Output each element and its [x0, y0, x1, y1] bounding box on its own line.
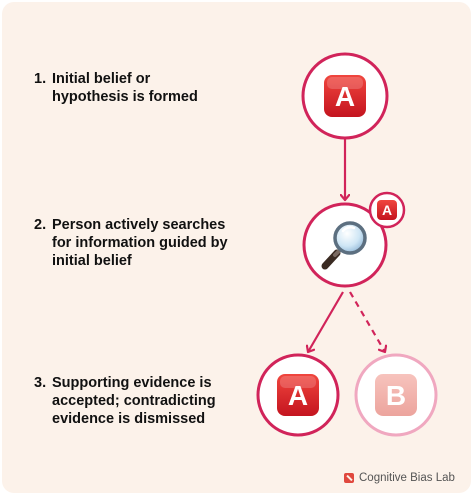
- step-3-number: 3.: [34, 375, 47, 391]
- step-2-line-2: for information guided by: [52, 235, 228, 251]
- search-badge: A: [368, 191, 406, 229]
- belief-letter: A: [335, 81, 355, 112]
- step-3-line-2: accepted; contradicting: [52, 393, 216, 409]
- belief-node: A: [301, 52, 389, 140]
- step-3: 3. Supporting evidence is accepted; contr…: [34, 374, 216, 428]
- step-1-line-2: hypothesis is formed: [52, 89, 198, 105]
- step-2: 2. Person actively searches for informati…: [34, 216, 228, 270]
- step-3-line-3: evidence is dismissed: [52, 411, 206, 427]
- arrow-search-to-dismissed: [349, 291, 385, 352]
- letter-b-badge-icon: B: [375, 374, 417, 416]
- footer-brand: Cognitive Bias Lab: [344, 472, 455, 484]
- step-3-line-1: Supporting evidence is: [52, 375, 212, 391]
- accepted-node: A: [256, 353, 340, 437]
- magnifying-glass-icon: [321, 221, 367, 270]
- search-node: A: [302, 191, 406, 288]
- footer-brand-label: Cognitive Bias Lab: [359, 472, 455, 484]
- dismissed-node: B: [354, 353, 438, 437]
- arrow-search-to-accepted: [308, 291, 344, 352]
- search-badge-letter: A: [382, 202, 392, 218]
- accepted-letter: A: [288, 380, 308, 411]
- step-1-number: 1.: [34, 71, 47, 87]
- dismissed-letter: B: [386, 380, 406, 411]
- letter-a-badge-icon: A: [324, 75, 366, 117]
- step-2-line-1: Person actively searches: [52, 217, 226, 233]
- cognitive-bias-lab-logo-icon: [344, 473, 354, 483]
- step-1-line-1: Initial belief or: [52, 71, 151, 87]
- step-2-line-3: initial belief: [52, 253, 132, 269]
- step-2-number: 2.: [34, 217, 47, 233]
- step-1: 1. Initial belief or hypothesis is formed: [34, 70, 198, 106]
- letter-a-badge-icon: A: [277, 374, 319, 416]
